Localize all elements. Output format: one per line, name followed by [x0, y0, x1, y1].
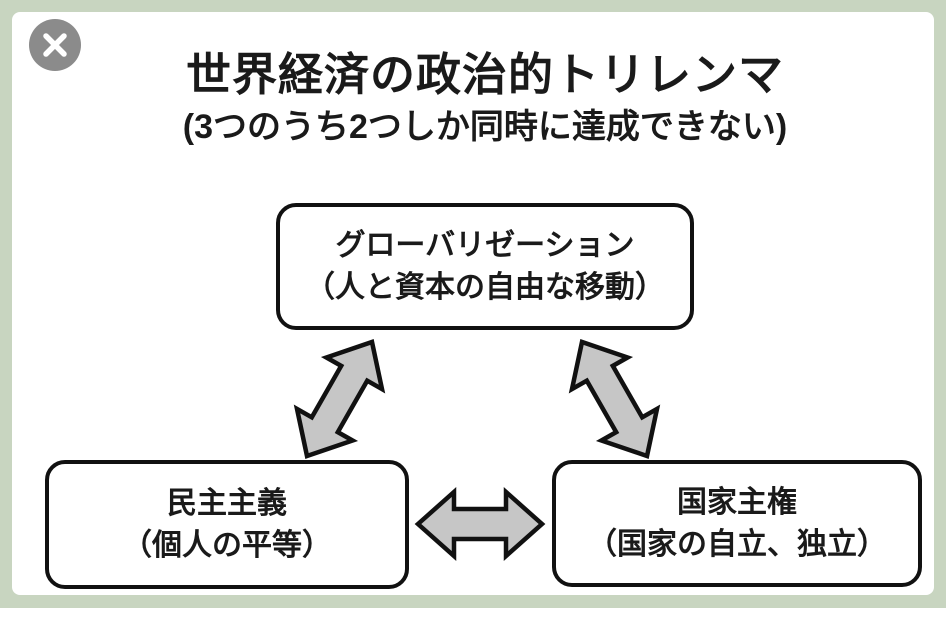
diagram-canvas: 世界経済の政治的トリレンマ (3つのうち2つしか同時に達成できない) グローバリ… — [12, 12, 934, 595]
node-sovereignty: 国家主権 （国家の自立、独立） — [552, 460, 922, 587]
node-democracy-line2: （個人の平等） — [122, 528, 332, 562]
arrow-democracy-sovereignty — [414, 486, 546, 562]
node-sovereignty-line1: 国家主権 — [677, 486, 797, 520]
close-icon — [43, 33, 67, 57]
diagram-subtitle: (3つのうち2つしか同時に達成できない) — [182, 108, 788, 146]
node-globalization: グローバリゼーション （人と資本の自由な移動） — [276, 203, 694, 330]
node-democracy: 民主主義 （個人の平等） — [45, 460, 409, 589]
node-globalization-line1: グローバリゼーション — [335, 229, 635, 263]
close-button[interactable] — [29, 19, 81, 71]
arrow-globalization-sovereignty — [568, 339, 661, 459]
node-democracy-line1: 民主主義 — [167, 487, 287, 521]
arrow-globalization-democracy — [293, 339, 386, 459]
diagram-title: 世界経済の政治的トリレンマ — [185, 49, 784, 100]
node-globalization-line2: （人と資本の自由な移動） — [305, 270, 665, 304]
node-sovereignty-line2: （国家の自立、独立） — [587, 527, 887, 561]
